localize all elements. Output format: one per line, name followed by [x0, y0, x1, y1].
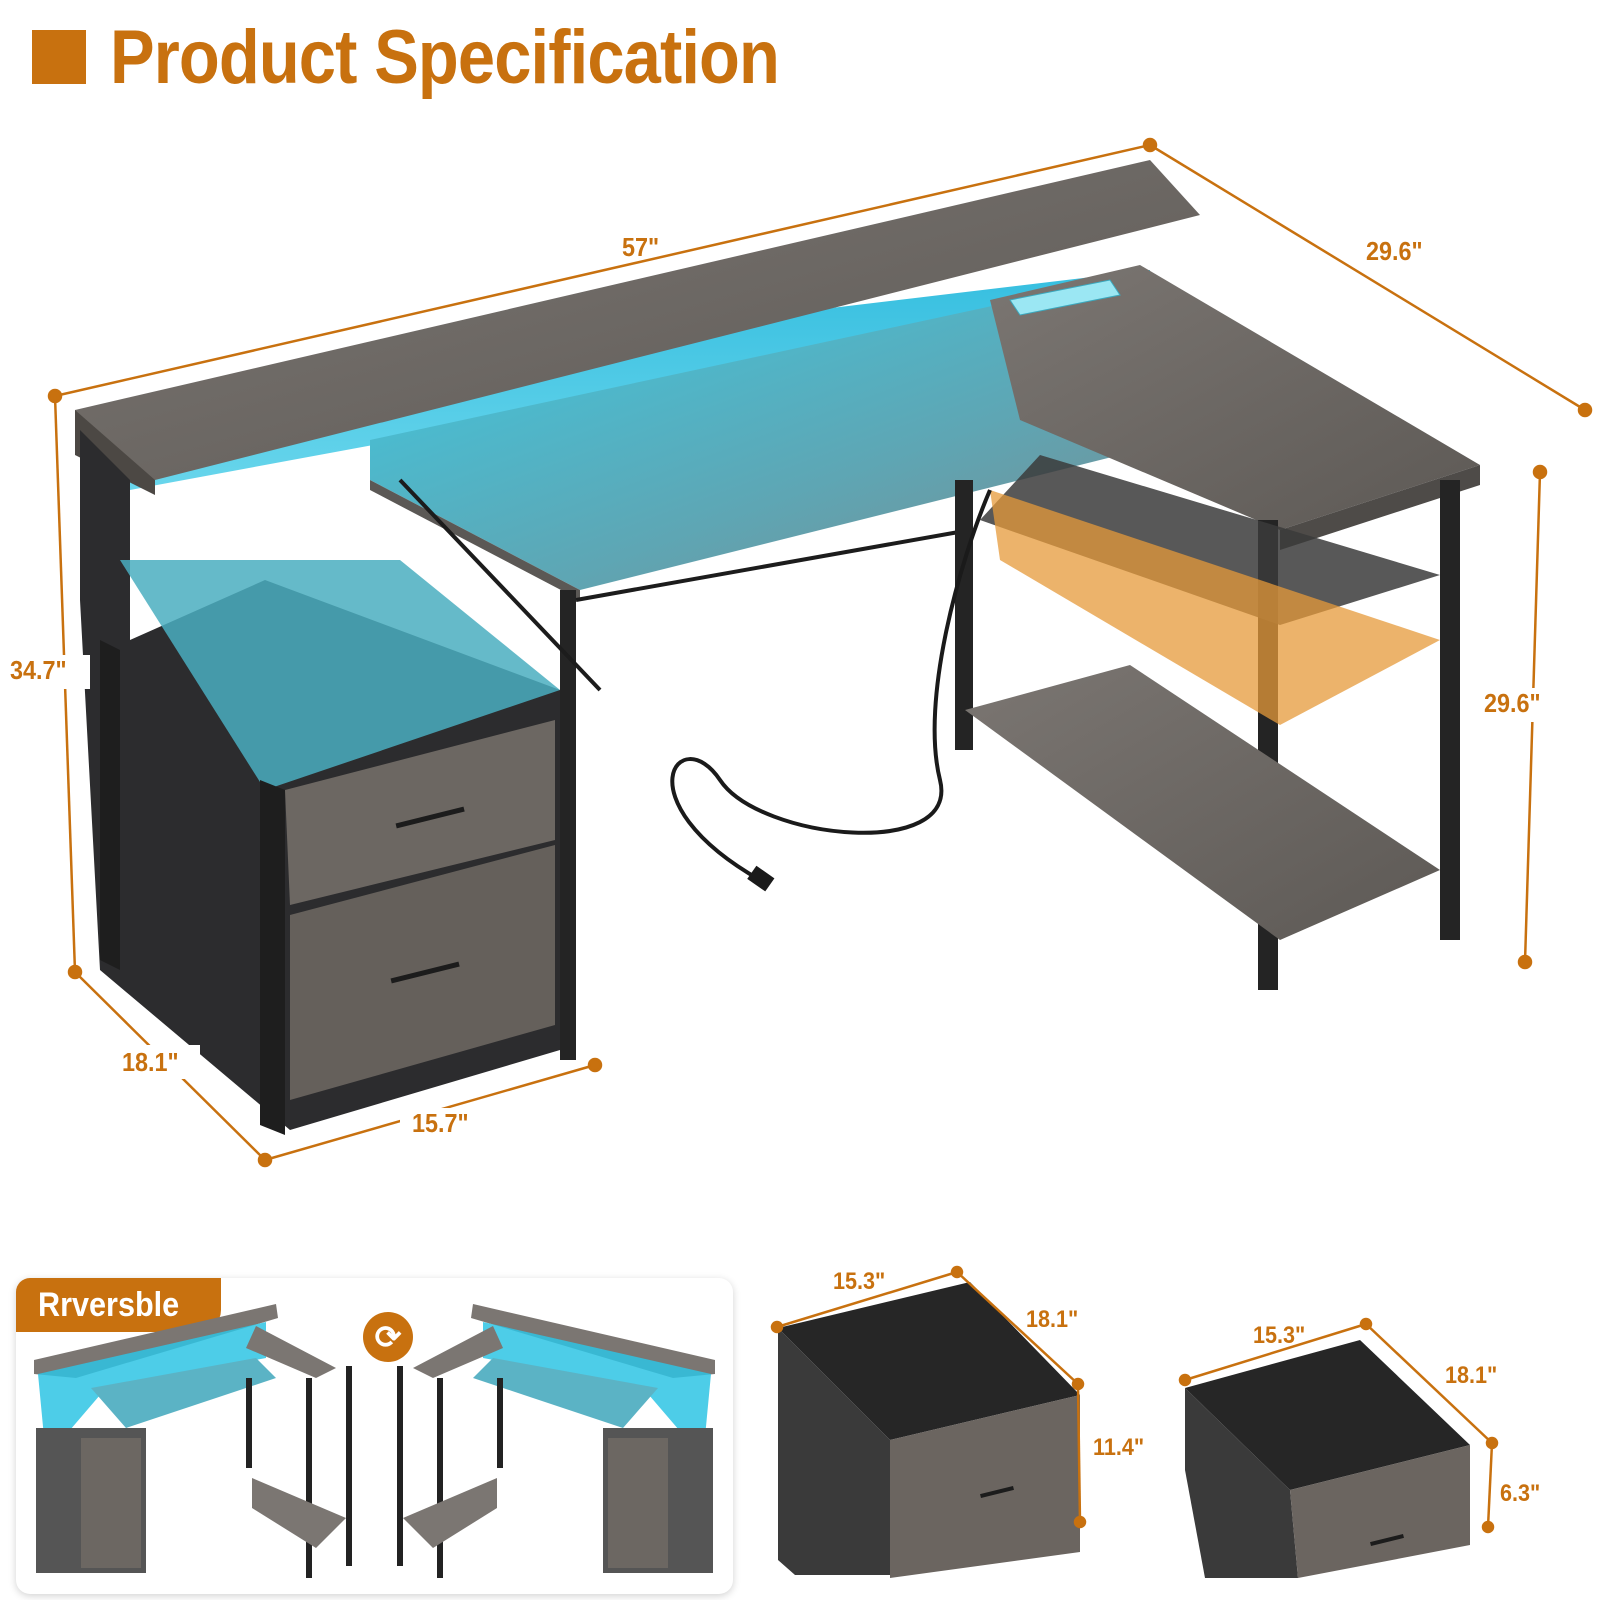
- reversible-badge: Rrversble: [16, 1278, 221, 1332]
- large-drawer-height-label: 11.4": [1093, 1434, 1145, 1461]
- large-drawer-width-label: 15.3": [833, 1268, 886, 1295]
- large-drawer-depth-label: 18.1": [1026, 1306, 1079, 1333]
- cabinet-width-label: 15.7": [412, 1108, 469, 1138]
- return-depth-label: 29.6": [1366, 236, 1423, 266]
- desk-height-label: 29.6": [1484, 688, 1541, 718]
- small-drawer-depth-label: 18.1": [1445, 1362, 1498, 1389]
- title-square-icon: [32, 30, 86, 84]
- reversible-card: Rrversble ⟳: [16, 1278, 733, 1594]
- cabinet-depth-label: 18.1": [122, 1047, 179, 1077]
- swap-arrows-icon: ⟳: [363, 1312, 413, 1362]
- small-drawer-height-label: 6.3": [1500, 1480, 1541, 1507]
- overall-height-label: 34.7": [10, 655, 67, 685]
- small-drawer-width-label: 15.3": [1253, 1322, 1306, 1349]
- desk-width-label: 57": [622, 232, 660, 262]
- page-title: Product Specification: [110, 15, 780, 100]
- reversible-desk-thumbnails: [34, 1304, 715, 1578]
